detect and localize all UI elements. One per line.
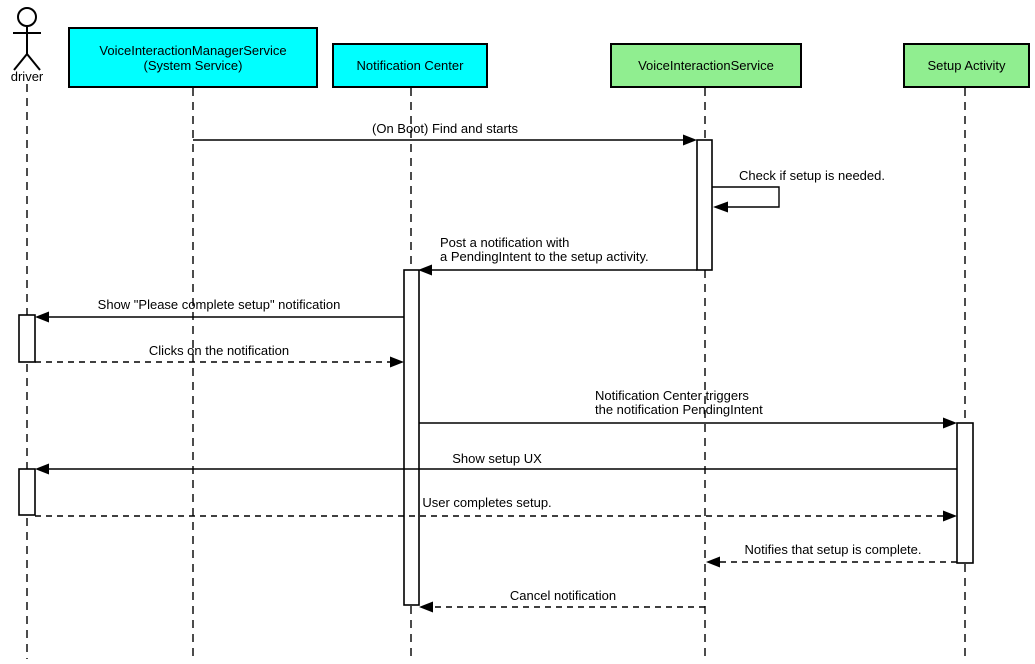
actor-driver-label: driver — [10, 69, 44, 84]
message-arrow-9 — [706, 556, 957, 568]
message-label-3: Post a notification with a PendingIntent… — [440, 235, 649, 264]
message-label-6: Notification Center triggers the notific… — [595, 388, 763, 417]
actor-icon — [13, 7, 41, 71]
message-label-2: Check if setup is needed. — [739, 168, 885, 183]
message-arrow-5 — [35, 356, 404, 368]
message-arrow-8 — [35, 510, 957, 522]
message-label-10: Cancel notification — [509, 588, 617, 603]
activation-setup-activity — [956, 422, 974, 564]
participant-setup-activity: Setup Activity — [903, 43, 1030, 88]
activation-driver-1 — [18, 314, 36, 363]
message-label-4: Show "Please complete setup" notificatio… — [97, 297, 341, 312]
message-arrow-10 — [419, 601, 705, 613]
message-label-8: User completes setup. — [422, 495, 552, 510]
message-arrow-2-self — [712, 186, 780, 213]
activation-notification-center — [403, 269, 420, 606]
participant-notification-center: Notification Center — [332, 43, 488, 88]
message-arrow-6 — [419, 417, 957, 429]
message-label-1: (On Boot) Find and starts — [372, 121, 518, 136]
message-arrow-4 — [35, 311, 404, 323]
participant-vims: VoiceInteractionManagerService (System S… — [68, 27, 318, 88]
message-label-7: Show setup UX — [452, 451, 542, 466]
activation-driver-2 — [18, 468, 36, 516]
message-arrow-1 — [193, 134, 697, 146]
message-label-5: Clicks on the notification — [148, 343, 290, 358]
activation-voice-interaction-service — [696, 139, 713, 271]
participant-voice-interaction-service: VoiceInteractionService — [610, 43, 802, 88]
message-arrow-7 — [35, 463, 957, 475]
message-arrow-3 — [418, 264, 697, 276]
message-label-9: Notifies that setup is complete. — [744, 542, 922, 557]
